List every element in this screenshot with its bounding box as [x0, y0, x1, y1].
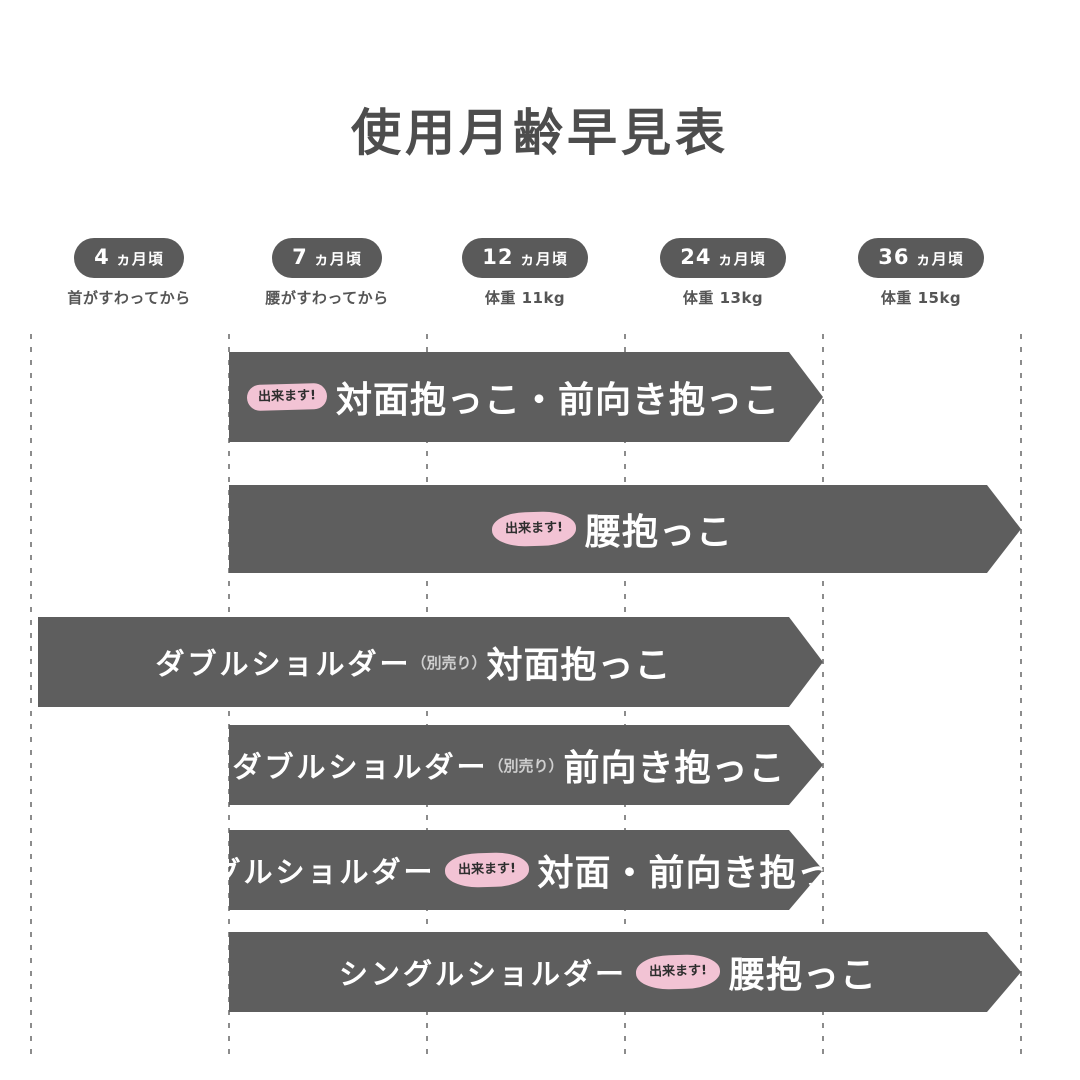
- age-number: 24: [680, 245, 712, 269]
- available-badge: 出来ます!: [635, 953, 721, 991]
- age-number: 4: [94, 245, 110, 269]
- bar-content: シングルショルダー出来ます!対面・前向き抱っこ: [229, 830, 823, 910]
- bar-product-name: ダブルショルダー: [155, 647, 412, 681]
- age-header-7: 7 ヵ月頃腰がすわってから: [237, 238, 417, 308]
- age-unit: ヵ月頃: [307, 250, 362, 268]
- timeline-bar-3[interactable]: ダブルショルダー（別売り）前向き抱っこ: [229, 725, 823, 805]
- age-pill-24: 24 ヵ月頃: [660, 238, 786, 278]
- age-header-12: 12 ヵ月頃体重 11kg: [435, 238, 615, 308]
- age-number: 7: [292, 245, 308, 269]
- bar-content: ダブルショルダー（別売り）前向き抱っこ: [229, 725, 823, 805]
- sold-separately-note: （別売り）: [411, 653, 487, 672]
- bar-label-main: 対面・前向き抱っこ: [537, 853, 871, 894]
- gridline-0: [30, 334, 32, 1058]
- bar-label-main: 腰抱っこ: [728, 955, 877, 996]
- bar-label-main: 前向き抱っこ: [563, 748, 786, 789]
- bar-label-main: 腰抱っこ: [584, 512, 733, 553]
- bar-content: 出来ます!腰抱っこ: [229, 485, 1021, 573]
- timeline-bar-5[interactable]: シングルショルダー出来ます!腰抱っこ: [229, 932, 1021, 1012]
- age-header-36: 36 ヵ月頃体重 15kg: [831, 238, 1011, 308]
- bar-label-main: 対面抱っこ: [486, 645, 672, 686]
- age-unit: ヵ月頃: [109, 250, 164, 268]
- gridline-5: [1020, 334, 1022, 1058]
- age-subnote: 体重 15kg: [880, 288, 962, 307]
- available-badge: 出来ます!: [491, 510, 577, 548]
- timeline-bar-0[interactable]: 出来ます!対面抱っこ・前向き抱っこ: [229, 352, 823, 442]
- age-subnote: 首がすわってから: [67, 288, 191, 307]
- bar-content: 出来ます!対面抱っこ・前向き抱っこ: [229, 352, 823, 442]
- age-pill-4: 4 ヵ月頃: [74, 238, 184, 278]
- bar-content: ダブルショルダー（別売り）対面抱っこ: [38, 617, 823, 707]
- gridline-4: [822, 334, 824, 1058]
- bar-label-main: 対面抱っこ・前向き抱っこ: [335, 380, 780, 421]
- age-header-4: 4 ヵ月頃首がすわってから: [39, 238, 219, 308]
- sold-separately-note: （別売り）: [488, 756, 564, 775]
- timeline-bar-2[interactable]: ダブルショルダー（別売り）対面抱っこ: [38, 617, 823, 707]
- bar-product-name: シングルショルダー: [339, 957, 628, 991]
- page-title: 使用月齢早見表: [351, 104, 729, 162]
- timeline-bar-4[interactable]: シングルショルダー出来ます!対面・前向き抱っこ: [229, 830, 823, 910]
- bar-product-name: シングルショルダー: [147, 855, 436, 889]
- age-subnote: 体重 13kg: [682, 288, 764, 307]
- age-subnote: 腰がすわってから: [265, 288, 389, 307]
- age-pill-36: 36 ヵ月頃: [858, 238, 984, 278]
- age-unit: ヵ月頃: [711, 250, 766, 268]
- available-badge: 出来ます!: [444, 851, 529, 889]
- bar-content: シングルショルダー出来ます!腰抱っこ: [229, 932, 1021, 1012]
- available-badge: 出来ます!: [246, 382, 328, 412]
- age-unit: ヵ月頃: [513, 250, 568, 268]
- bar-product-name: ダブルショルダー: [232, 750, 489, 784]
- age-number: 36: [878, 245, 910, 269]
- age-pill-7: 7 ヵ月頃: [272, 238, 382, 278]
- timeline-bar-1[interactable]: 出来ます!腰抱っこ: [229, 485, 1021, 573]
- age-subnote: 体重 11kg: [484, 288, 566, 307]
- age-unit: ヵ月頃: [909, 250, 964, 268]
- age-pill-12: 12 ヵ月頃: [462, 238, 588, 278]
- age-header-24: 24 ヵ月頃体重 13kg: [633, 238, 813, 308]
- age-number: 12: [482, 245, 514, 269]
